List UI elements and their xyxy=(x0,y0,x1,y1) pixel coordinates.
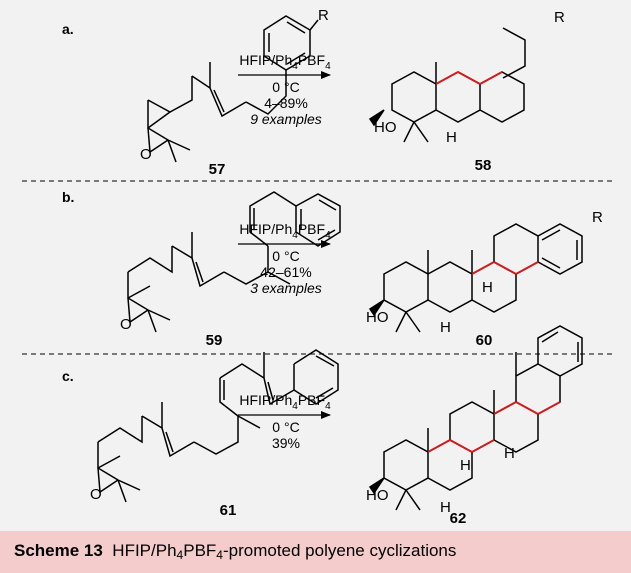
panel-letter: c. xyxy=(62,368,74,384)
stereo-wedge xyxy=(368,109,385,127)
new-bond xyxy=(515,401,539,415)
new-bond xyxy=(479,71,503,85)
new-bond xyxy=(457,71,481,85)
reaction-scheme: a. xyxy=(22,7,612,527)
new-bond xyxy=(471,439,495,453)
compound-number-57: 57 xyxy=(209,161,226,178)
scheme-caption: Scheme 13 HFIP/Ph4PBF4-promoted polyene … xyxy=(14,541,456,562)
compound-number-59: 59 xyxy=(206,332,223,349)
oxygen-label: O xyxy=(120,316,132,333)
hydrogen-label: H xyxy=(446,129,457,146)
yield-text: 39% xyxy=(272,435,300,451)
examples-text: 3 examples xyxy=(250,280,322,296)
new-bond xyxy=(493,401,517,415)
temperature-text: 0 °C xyxy=(272,248,299,264)
hydrogen-label: H xyxy=(504,445,515,462)
new-bond xyxy=(537,401,561,415)
stereo-wedge xyxy=(368,477,385,495)
new-bond xyxy=(493,261,517,275)
panel-letter: a. xyxy=(62,21,74,37)
reagent-text: HFIP/Ph4PBF4 xyxy=(239,392,331,412)
caption-sub-2: 4 xyxy=(216,548,223,562)
examples-text: 9 examples xyxy=(250,111,322,127)
r-substituent-label-product: R xyxy=(592,209,603,226)
new-bond xyxy=(449,439,473,453)
temperature-text: 0 °C xyxy=(272,79,299,95)
compound-number-60: 60 xyxy=(476,332,493,349)
product-58 xyxy=(368,27,526,143)
hydroxyl-label: HO xyxy=(366,309,389,326)
new-bond xyxy=(427,439,451,453)
yield-text: 42–61% xyxy=(260,264,311,280)
hydroxyl-label: HO xyxy=(366,487,389,504)
caption-text-c: -promoted polyene cyclizations xyxy=(222,541,457,560)
r-substituent-label-product: R xyxy=(554,9,565,26)
panel-a: a. xyxy=(62,7,565,178)
reagent-text: HFIP/Ph4PBF4 xyxy=(239,52,331,72)
panel-letter: b. xyxy=(62,189,74,205)
starting-material-61 xyxy=(97,349,339,503)
caption-sub-1: 4 xyxy=(176,548,184,562)
panel-b: b. O 59 xyxy=(62,189,603,349)
new-bond xyxy=(515,261,539,275)
caption-text-a: HFIP/Ph xyxy=(112,541,177,560)
starting-material-59 xyxy=(127,191,341,333)
yield-text: 4–89% xyxy=(264,95,308,111)
oxygen-label: O xyxy=(90,486,102,503)
hydroxyl-label: HO xyxy=(374,119,397,136)
caption-label: Scheme 13 xyxy=(14,541,103,560)
reagent-text: HFIP/Ph4PBF4 xyxy=(239,221,331,241)
compound-number-58: 58 xyxy=(475,157,492,174)
starting-material-57 xyxy=(147,15,319,163)
caption-text-b: PBF xyxy=(183,541,217,560)
hydrogen-label: H xyxy=(440,319,451,336)
temperature-text: 0 °C xyxy=(272,419,299,435)
compound-number-61: 61 xyxy=(220,502,237,519)
r-substituent-label: R xyxy=(318,7,329,24)
new-bond xyxy=(471,261,495,275)
stereo-wedge xyxy=(368,299,385,317)
caption-bar xyxy=(0,531,631,573)
product-60 xyxy=(368,223,583,333)
panel-c: c. xyxy=(62,325,583,527)
compound-number-62: 62 xyxy=(450,510,467,527)
scheme-background xyxy=(0,0,631,531)
hydrogen-label: H xyxy=(440,499,451,516)
oxygen-label: O xyxy=(140,146,152,163)
new-bond xyxy=(435,71,459,85)
product-62 xyxy=(368,325,583,511)
hydrogen-label: H xyxy=(482,279,493,296)
hydrogen-label: H xyxy=(460,457,471,474)
